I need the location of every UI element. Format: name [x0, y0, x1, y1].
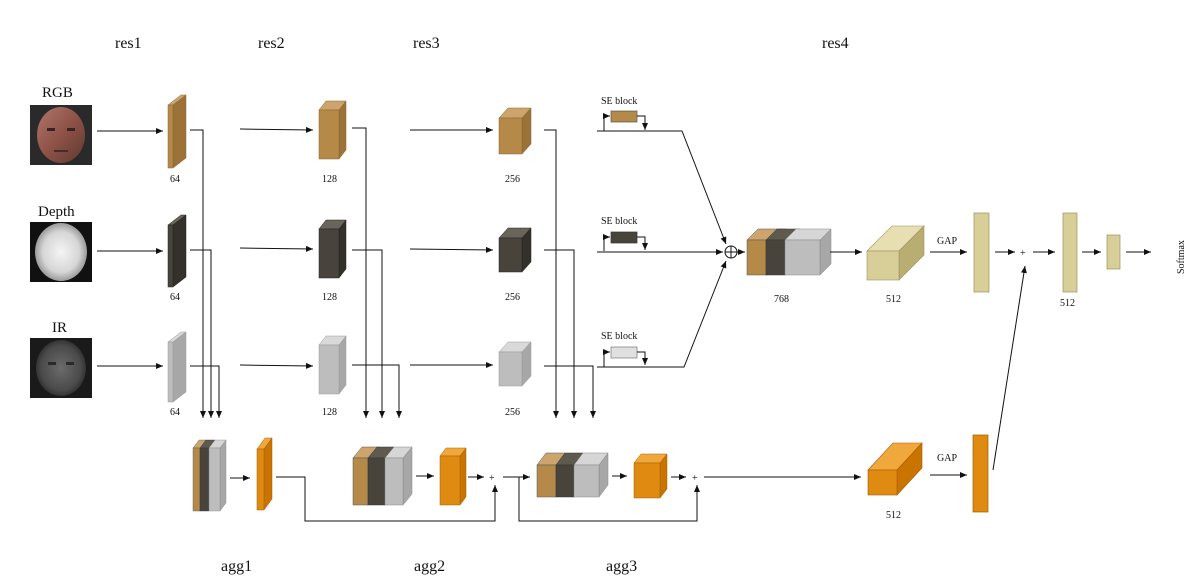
se-block-label-ir: SE block	[601, 331, 637, 342]
final-fc-vector	[1062, 212, 1078, 293]
res4-output-block	[866, 225, 925, 281]
modality-label-rgb: RGB	[42, 85, 73, 101]
stage-label-res2: res2	[258, 35, 285, 52]
agg-output-block	[867, 442, 923, 496]
gap-label-agg: GAP	[937, 453, 957, 464]
sum-plus: +	[1020, 248, 1026, 259]
gap-label-main: GAP	[937, 236, 957, 247]
res1-channels-rgb: 64	[170, 174, 180, 185]
res3-block-ir	[498, 341, 532, 387]
res3-channels-ir: 256	[505, 407, 520, 418]
agg3-concat-block	[536, 452, 609, 498]
agg2-out-block	[439, 447, 467, 506]
classifier-vector	[1106, 234, 1121, 270]
agg-output-channels: 512	[886, 510, 901, 521]
agg3-plus: +	[692, 473, 698, 484]
res3-block-depth	[498, 227, 532, 273]
res1-block-rgb	[167, 94, 187, 169]
res4-output-channels: 512	[886, 294, 901, 305]
agg1-concat-block	[192, 439, 227, 512]
agg2-plus: +	[489, 473, 495, 484]
stage-label-res4: res4	[822, 35, 849, 52]
gap-vector-main	[973, 212, 990, 293]
gap-vector-agg	[972, 434, 989, 513]
res1-block-depth	[167, 214, 187, 288]
modality-label-depth: Depth	[38, 204, 75, 220]
depth-face-image	[30, 222, 92, 282]
stage-label-res3: res3	[413, 35, 440, 52]
softmax-label: Softmax	[1176, 240, 1187, 274]
res2-channels-depth: 128	[322, 292, 337, 303]
se-block-label-rgb: SE block	[601, 96, 637, 107]
rgb-face-image	[30, 105, 92, 165]
modality-label-ir: IR	[52, 320, 67, 336]
stage-label-res1: res1	[115, 35, 142, 52]
res4-concat-block	[746, 228, 832, 276]
final-fc-channels: 512	[1060, 298, 1075, 309]
res2-channels-rgb: 128	[322, 174, 337, 185]
fusion-oplus	[724, 245, 738, 259]
agg-label-agg3: agg3	[606, 558, 637, 575]
res2-block-ir	[318, 335, 347, 395]
se-block-depth	[603, 231, 648, 251]
agg-label-agg2: agg2	[414, 558, 445, 575]
agg-label-agg1: agg1	[221, 558, 252, 575]
res2-channels-ir: 128	[322, 407, 337, 418]
res4-concat-channels: 768	[774, 294, 789, 305]
res1-channels-ir: 64	[170, 407, 180, 418]
res3-block-rgb	[498, 107, 532, 155]
res2-block-rgb	[318, 100, 347, 160]
res2-block-depth	[318, 219, 347, 279]
agg2-concat-block	[352, 446, 413, 506]
res1-block-ir	[167, 331, 187, 403]
se-block-label-depth: SE block	[601, 216, 637, 227]
res1-channels-depth: 64	[170, 292, 180, 303]
se-block-rgb	[603, 110, 648, 131]
se-block-ir	[603, 346, 648, 367]
res3-channels-rgb: 256	[505, 174, 520, 185]
ir-face-image	[30, 338, 92, 398]
agg1-out-block	[256, 437, 273, 511]
agg3-out-block	[633, 453, 668, 499]
res3-channels-depth: 256	[505, 292, 520, 303]
